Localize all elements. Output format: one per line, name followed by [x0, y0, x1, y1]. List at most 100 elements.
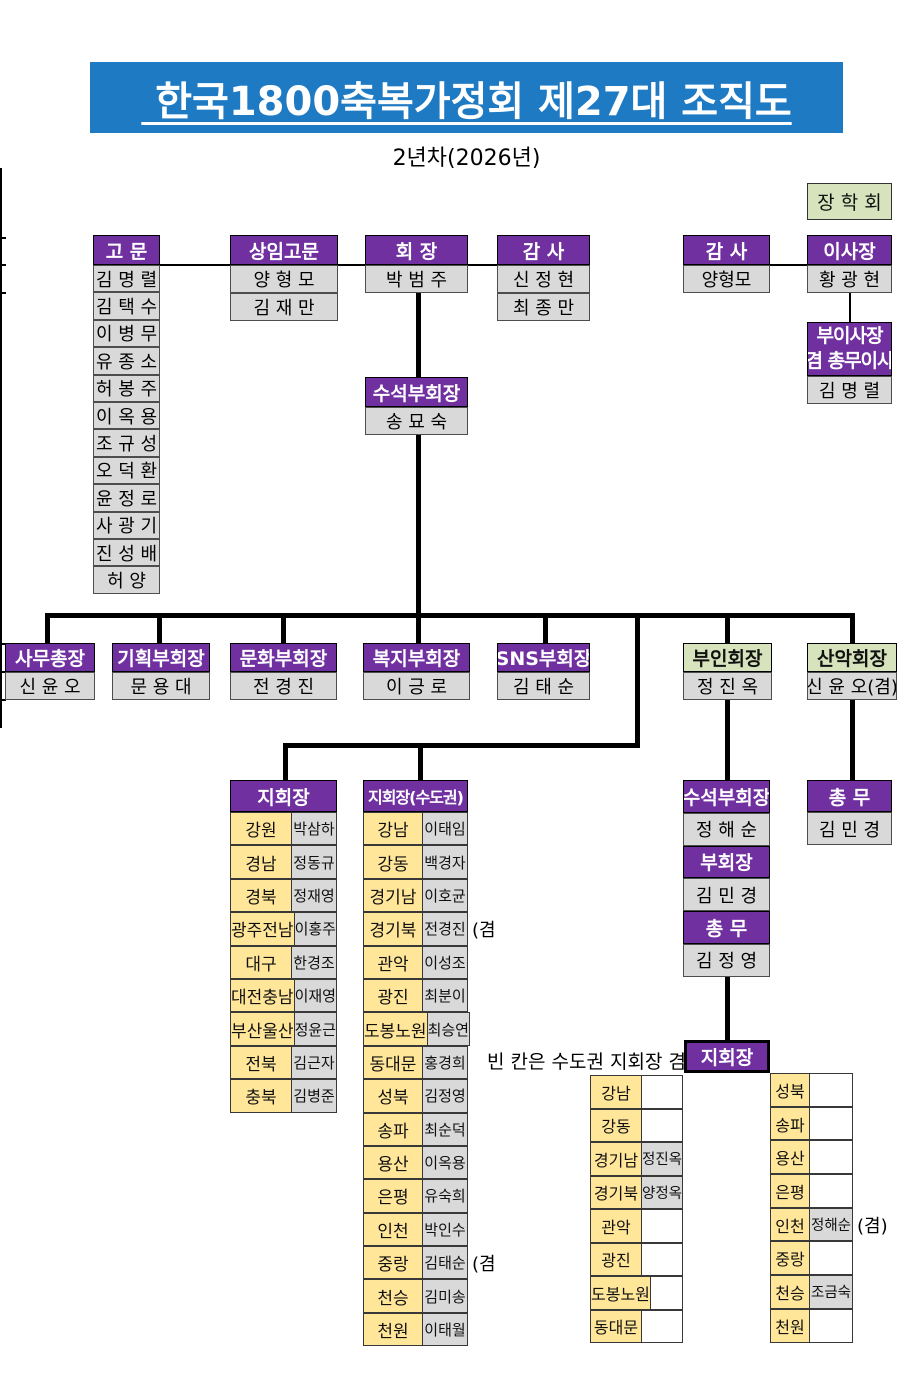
header-line1: 부이사장	[816, 325, 884, 347]
drop-line	[418, 743, 423, 780]
region-cell: 대전충남	[230, 978, 295, 1013]
name-cell	[642, 1209, 683, 1243]
metro-chapter-rows: 강남 이태임 강동 백경자 경기남 이호균 경기북	[363, 812, 496, 1347]
chapter-row: 도봉노원 최승연	[363, 1012, 470, 1046]
region-cell: 인천	[363, 1212, 423, 1247]
member-cell: 김 재 만	[230, 293, 338, 321]
connector-line	[160, 264, 230, 266]
chapter-row: 도봉노원	[590, 1276, 683, 1310]
name-cell: 이성조	[423, 945, 468, 979]
name-cell	[810, 1140, 853, 1175]
region-cell: 경남	[230, 845, 292, 879]
officer-box: 복지부회장 이 긍 로	[363, 643, 470, 700]
vice-board-chairman-box: 부이사장 겸 총무이사 김 명 렬	[807, 322, 892, 404]
name-cell: 박삼하	[292, 812, 337, 846]
member-cell: 허 봉 주	[93, 374, 160, 402]
chapter-row: 광진	[590, 1242, 683, 1276]
senior-vp-header: 수석부회장	[365, 377, 468, 407]
name-cell: 백경자	[423, 845, 468, 879]
officer-header: 문화부회장	[230, 643, 337, 672]
chapter-row: 충북 김병준	[230, 1079, 337, 1113]
name-cell	[810, 1241, 853, 1276]
chapter-row: 부산울산 정윤근	[230, 1012, 337, 1046]
womens-chapter-list-left: 강남 강동 경기남 정진옥 경기북 양정	[590, 1075, 684, 1343]
chapter-row: 중랑	[770, 1241, 853, 1276]
region-cell: 관악	[590, 1209, 642, 1243]
chapter-row: 대전충남 이재영	[230, 978, 337, 1013]
scholarship-box: 장 학 회	[807, 183, 892, 220]
role-header: 총 무	[683, 911, 770, 944]
region-cell: 천승	[770, 1275, 810, 1309]
concurrent-note: (겸)	[857, 1215, 888, 1237]
advisors-header: 고 문	[93, 235, 160, 265]
officer-header: 기획부회장	[112, 643, 210, 672]
chapter-row: 강남	[590, 1075, 683, 1109]
region-cell: 관악	[363, 945, 423, 979]
name-cell: 정동규	[292, 845, 337, 879]
region-cell: 중랑	[770, 1241, 810, 1276]
member-cell: 전 경 진	[230, 672, 337, 700]
name-cell: 홍경희	[423, 1045, 468, 1080]
concurrent-note: (겸	[472, 1253, 496, 1275]
chapter-row: 경북 정재영	[230, 878, 337, 913]
name-cell: 정진옥	[642, 1142, 684, 1176]
member-cell: 허 양	[93, 566, 160, 594]
name-cell: 이홍주	[294, 912, 337, 946]
name-cell: 정윤근	[294, 1012, 337, 1046]
officer-header: 사무총장	[5, 643, 95, 672]
drop-line	[850, 613, 855, 643]
chapter-row: 은평	[770, 1174, 853, 1208]
name-cell: 김근자	[292, 1045, 337, 1080]
board-chairman-members: 황 광 현	[807, 265, 892, 293]
name-cell: 박인수	[423, 1212, 468, 1247]
name-cell	[810, 1174, 853, 1208]
member-cell: 정 해 순	[683, 812, 770, 846]
region-cell: 송파	[770, 1106, 810, 1141]
member-cell: 김 명 렬	[807, 376, 892, 404]
name-cell: 정해순	[810, 1207, 853, 1242]
drop-line	[283, 743, 288, 780]
drop-line	[281, 613, 286, 643]
name-cell: 김태순	[423, 1246, 468, 1280]
womens-chapter-rows-left: 강남 강동 경기남 정진옥 경기북 양정	[590, 1075, 684, 1343]
region-cell: 도봉노원	[363, 1012, 428, 1046]
metro-chapter-list: 지회장(수도권) 강남 이태임 강동 백경자 경기남 이호균	[363, 780, 496, 1347]
region-cell: 전북	[230, 1045, 292, 1080]
auditor-right-header: 감 사	[683, 235, 770, 265]
region-cell: 대구	[230, 945, 292, 979]
chapter-row: 인천 정해순 (겸)	[770, 1207, 888, 1242]
officer-box: 부인회장 정 진 옥	[683, 643, 772, 700]
womens-association-stack: 수석부회장 정 해 순 부회장 김 민 경 총 무 김 정 영	[683, 780, 770, 977]
drop-line	[725, 977, 730, 1040]
region-cell: 성북	[770, 1073, 810, 1107]
member-cell: 신 윤 오(겸)	[807, 672, 897, 700]
region-cell: 천승	[363, 1279, 423, 1313]
auditor-box-right: 감 사 양형모	[683, 235, 770, 293]
president-header: 회 장	[365, 235, 468, 265]
region-cell: 경북	[230, 878, 292, 913]
member-cell: 사 광 기	[93, 511, 160, 539]
chapter-row: 송파	[770, 1106, 853, 1141]
mountain-club-secretary-box: 총 무 김 민 경	[807, 780, 892, 845]
region-cell: 중랑	[363, 1246, 423, 1280]
subtitle: 2년차(2026년)	[392, 146, 541, 171]
region-cell: 경기북	[590, 1175, 642, 1209]
chapter-row: 동대문	[590, 1309, 683, 1343]
chapter-row: 인천 박인수	[363, 1212, 468, 1247]
role-header: 부회장	[683, 845, 770, 879]
chapter-row: 천원	[770, 1308, 853, 1343]
left-edge-tick	[0, 292, 6, 294]
drop-line	[850, 700, 855, 780]
name-cell	[642, 1309, 683, 1343]
chapter-row: 천승 조금숙	[770, 1275, 853, 1309]
name-cell: 최승연	[427, 1012, 470, 1046]
regional-chapter-rows: 강원 박삼하 경남 정동규 경북 정재영 광주전남	[230, 812, 337, 1113]
name-cell: 이호균	[423, 878, 468, 913]
member-cell: 신 윤 오	[5, 672, 95, 700]
name-cell: 최분이	[423, 978, 468, 1013]
title-bar: 한국1800축복가정회 제27대 조직도	[90, 62, 843, 133]
